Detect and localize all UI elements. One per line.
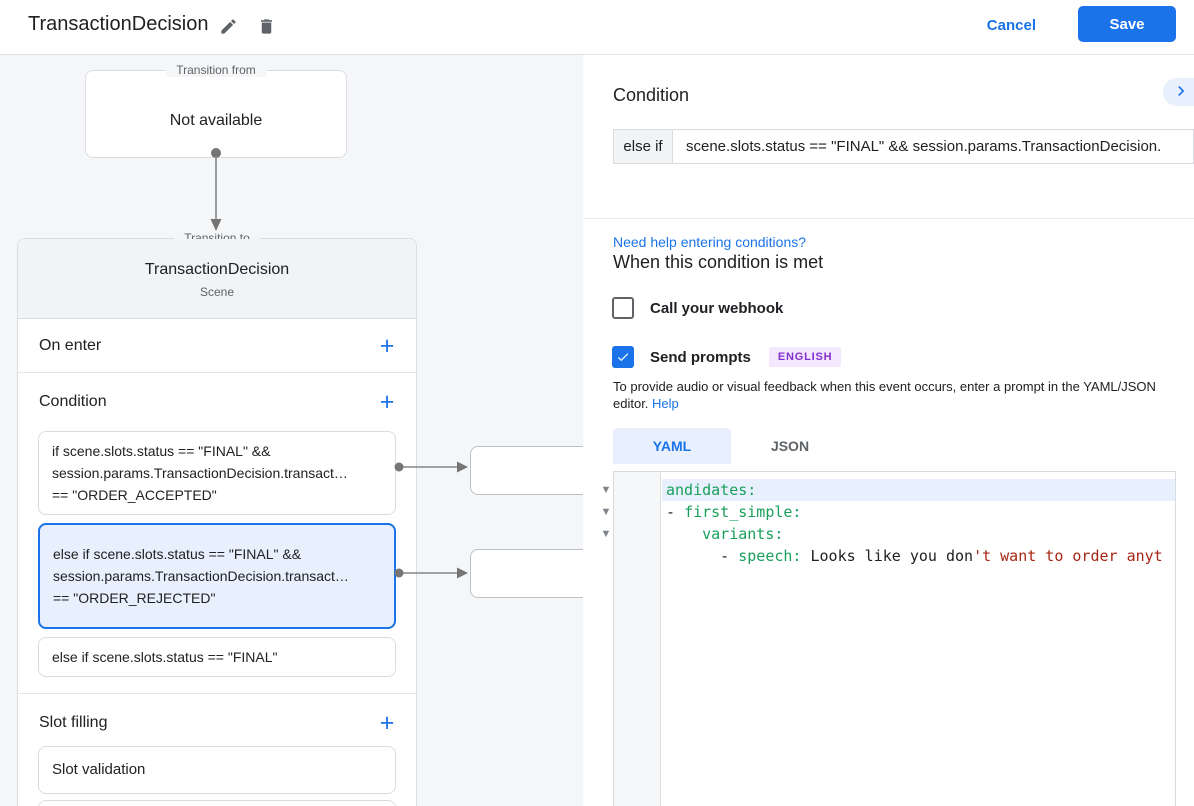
transition-target-box-1[interactable] — [470, 446, 583, 495]
fold-arrow-icon[interactable]: ▼ — [600, 484, 612, 496]
send-prompts-row: Send prompts ENGLISH — [612, 346, 842, 368]
on-enter-row[interactable]: On enter + — [18, 319, 416, 373]
scene-card: Transition to TransactionDecision Scene … — [17, 231, 417, 806]
condition-section-label: Condition — [39, 393, 107, 410]
edit-button[interactable] — [215, 13, 241, 39]
add-condition-button[interactable]: + — [372, 387, 402, 417]
page-title: TransactionDecision — [28, 13, 209, 35]
chevron-right-icon — [1171, 85, 1191, 104]
transition-from-legend: Transition from — [166, 63, 266, 77]
transition-target-box-2[interactable] — [470, 549, 583, 598]
condition-card-2-selected[interactable]: else if scene.slots.status == "FINAL" &&… — [38, 523, 396, 629]
slot-validation-card[interactable]: Slot validation — [38, 746, 396, 794]
collapse-panel-button[interactable] — [1163, 78, 1194, 106]
code-line — [662, 567, 1175, 589]
top-bar: TransactionDecision Cancel Save — [0, 0, 1194, 55]
panel-divider — [583, 218, 1194, 219]
fold-arrow-icon[interactable]: ▼ — [600, 528, 612, 540]
prompt-feedback-text: To provide audio or visual feedback when… — [613, 379, 1156, 411]
transition-from-value: Not available — [169, 112, 263, 129]
condition-expression-row: else if scene.slots.status == "FINAL" &&… — [613, 129, 1194, 164]
call-webhook-label: Call your webhook — [650, 299, 784, 317]
send-prompts-checkbox[interactable] — [612, 346, 634, 368]
scene-name: TransactionDecision — [144, 261, 290, 278]
prompt-help-link[interactable]: Help — [652, 396, 679, 411]
transition-from-box: Transition from Not available — [85, 63, 347, 158]
tab-yaml[interactable]: YAML — [613, 428, 731, 464]
fold-arrow-icon[interactable]: ▼ — [600, 506, 612, 518]
tab-json[interactable]: JSON — [731, 428, 849, 464]
save-button[interactable]: Save — [1078, 6, 1176, 42]
send-prompts-label: Send prompts — [650, 348, 751, 366]
code-line: variants: — [702, 525, 784, 543]
slot-filling-section: Slot filling + Slot validation — [18, 694, 416, 806]
editor-code-area[interactable]: andidates: - first_simple: variants: - s… — [662, 472, 1175, 806]
checkmark-icon — [614, 350, 632, 364]
scene-flow-canvas: Transition from Not available Transition… — [0, 55, 583, 806]
webhook-row: Call your webhook — [612, 297, 783, 319]
cancel-button[interactable]: Cancel — [977, 11, 1046, 40]
condition-detail-panel: Condition else if scene.slots.status == … — [583, 55, 1194, 806]
condition-operator-chip: else if — [614, 130, 673, 163]
language-badge: ENGLISH — [768, 347, 842, 367]
condition-panel-heading: Condition — [613, 85, 690, 105]
condition-expression-input[interactable]: scene.slots.status == "FINAL" && session… — [686, 138, 1162, 155]
delete-button[interactable] — [253, 13, 279, 39]
pencil-icon — [215, 17, 241, 36]
add-slot-button[interactable]: + — [372, 708, 402, 738]
editor-format-tabs: YAML JSON — [613, 428, 849, 464]
condition-met-heading: When this condition is met — [613, 252, 824, 272]
code-line: - speech: Looks like you don't want to o… — [666, 547, 1163, 565]
scene-type-label: Scene — [199, 285, 235, 299]
condition-card-1[interactable]: if scene.slots.status == "FINAL" && sess… — [38, 431, 396, 515]
add-on-enter-button[interactable]: + — [372, 331, 402, 361]
conditions-help-link[interactable]: Need help entering conditions? — [613, 234, 807, 250]
code-line: - first_simple: — [666, 503, 802, 521]
editor-gutter — [614, 472, 661, 806]
trash-icon — [253, 17, 279, 36]
condition-card-3[interactable]: else if scene.slots.status == "FINAL" — [38, 637, 396, 677]
call-webhook-checkbox[interactable] — [612, 297, 634, 319]
code-line: andidates: — [662, 479, 1175, 501]
slot-card-partial[interactable] — [38, 800, 396, 806]
yaml-code-editor[interactable]: andidates: - first_simple: variants: - s… — [613, 471, 1176, 806]
slot-filling-label: Slot filling — [39, 714, 108, 731]
on-enter-label: On enter — [39, 336, 102, 354]
scene-card-header: TransactionDecision Scene — [18, 239, 416, 319]
condition-section: Condition + if scene.slots.status == "FI… — [18, 373, 416, 694]
